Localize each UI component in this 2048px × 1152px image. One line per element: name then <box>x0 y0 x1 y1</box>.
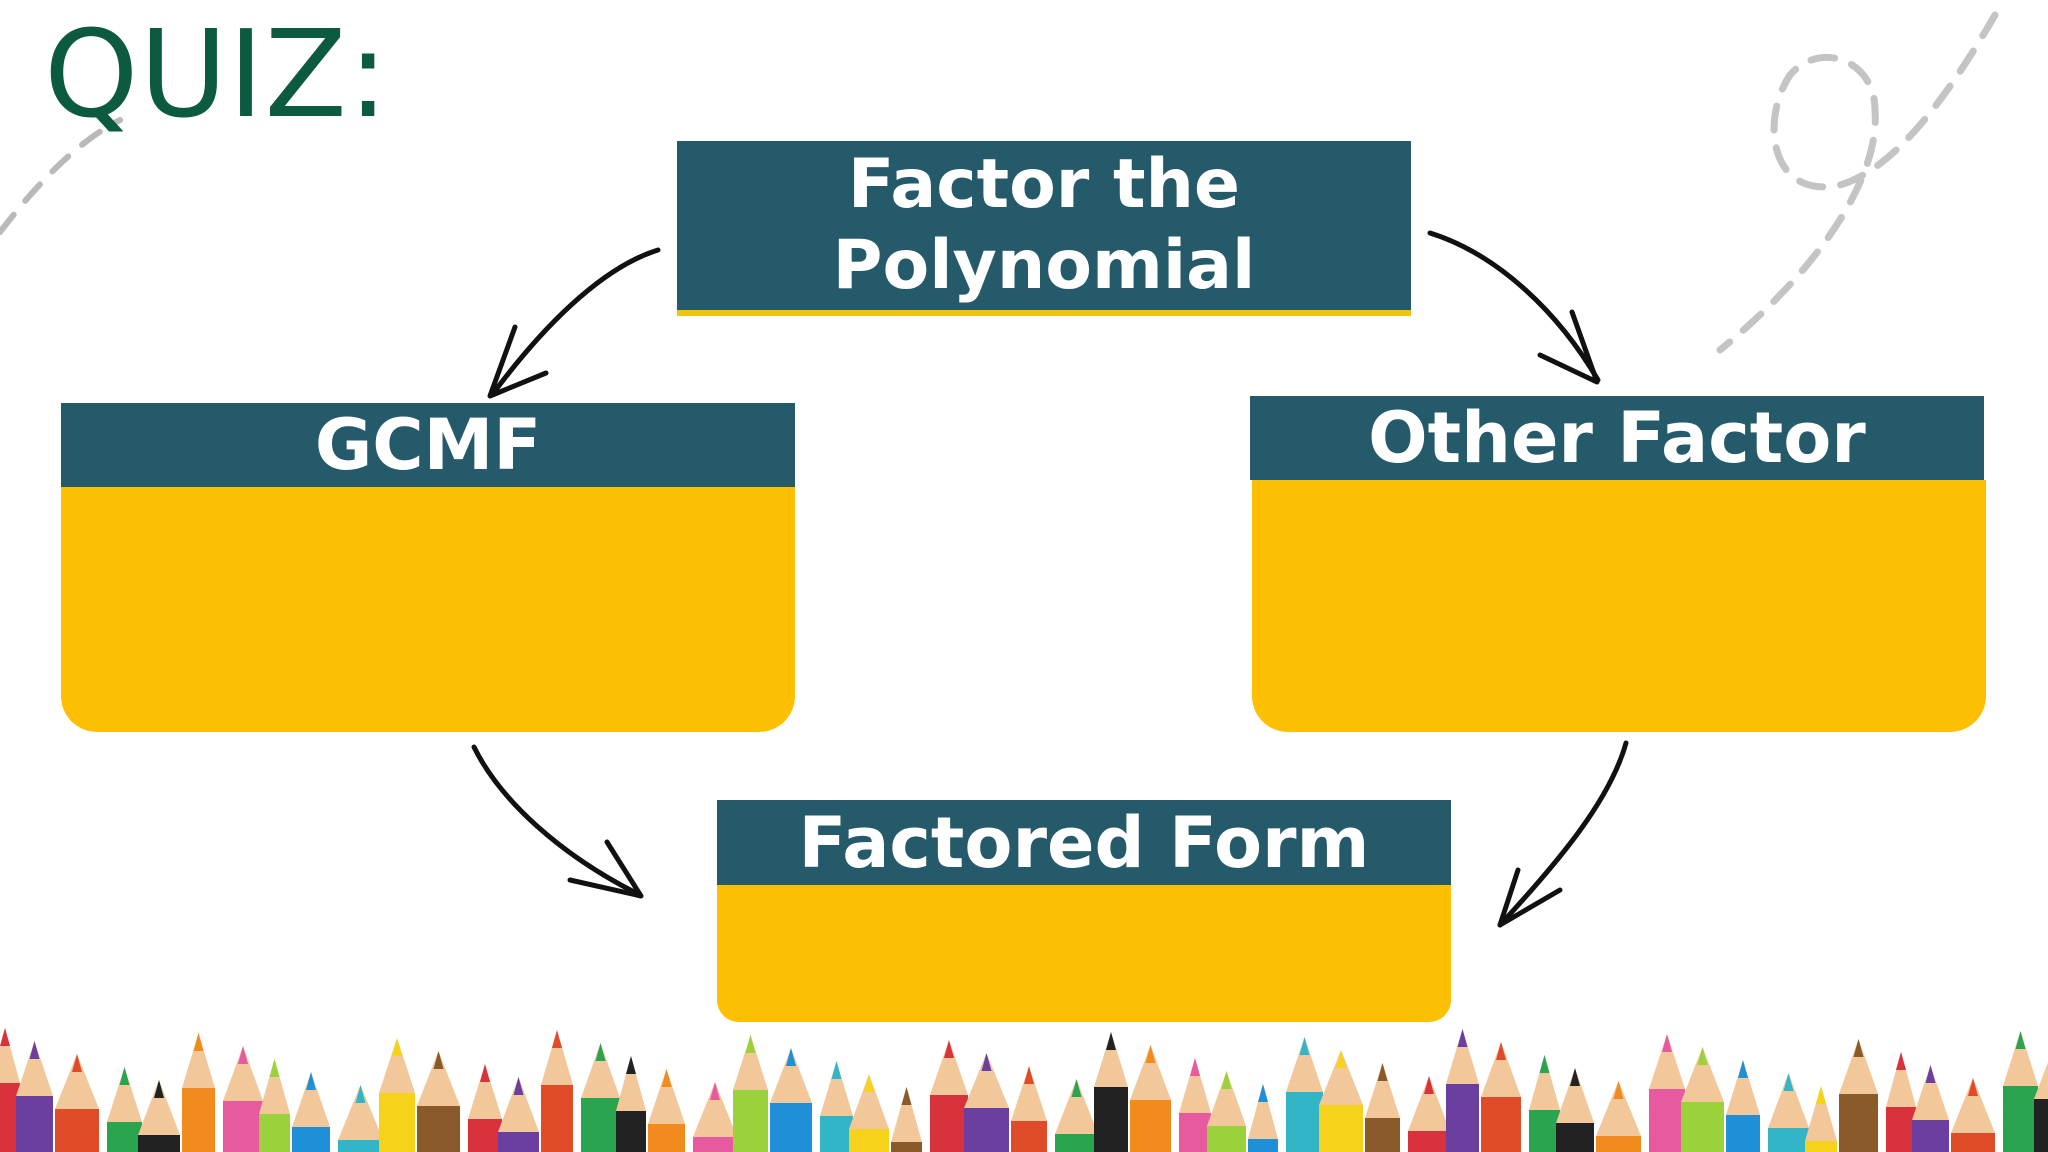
pencil-icon <box>2003 1031 2038 1152</box>
pencil-icon <box>1596 1081 1641 1152</box>
pencil-icon <box>1319 1050 1363 1152</box>
pencil-icon <box>1248 1084 1278 1152</box>
pencil-icon <box>1529 1055 1560 1152</box>
factored-form-answer-area[interactable] <box>717 885 1451 1022</box>
pencil-icon <box>138 1080 180 1152</box>
pencil-icon <box>1481 1042 1521 1152</box>
pencil-icon <box>55 1054 99 1152</box>
pencil-icon <box>733 1035 768 1152</box>
pencil-icon <box>379 1038 415 1152</box>
pencil-icon <box>693 1082 737 1152</box>
pencil-icon <box>182 1033 215 1152</box>
pencil-icon <box>1886 1052 1916 1152</box>
pencil-icon <box>1951 1078 1995 1152</box>
arrow-to-factored-right-icon <box>1497 740 1629 928</box>
pencil-icon <box>1179 1058 1211 1152</box>
pencil-icon <box>930 1040 968 1152</box>
pencil-icon <box>16 1041 53 1152</box>
factor-polynomial-box: Factor the Polynomial <box>677 141 1411 316</box>
pencil-icon <box>541 1030 573 1152</box>
pencil-icon <box>770 1048 812 1152</box>
pencil-icon <box>1726 1060 1760 1152</box>
colored-pencils-border <box>0 1028 2048 1152</box>
pencil-icon <box>1130 1045 1171 1152</box>
factored-form-label: Factored Form <box>798 801 1370 884</box>
pencil-icon <box>1912 1065 1949 1152</box>
pencil-icon <box>1649 1034 1685 1152</box>
pencil-icon <box>849 1074 889 1152</box>
factored-form-header: Factored Form <box>717 800 1451 885</box>
pencil-icon <box>1055 1079 1098 1152</box>
pencil-icon <box>1207 1071 1246 1152</box>
pencil-icon <box>1768 1073 1809 1152</box>
other-factor-header: Other Factor <box>1250 396 1984 480</box>
pencil-icon <box>1286 1037 1323 1152</box>
pencil-icon <box>338 1085 383 1152</box>
pencil-icon <box>1446 1029 1479 1152</box>
page-title: QUIZ: <box>44 6 390 145</box>
factor-line-2: Polynomial <box>832 225 1256 305</box>
pencil-icon <box>468 1064 502 1152</box>
other-factor-label: Other Factor <box>1368 397 1866 479</box>
pencil-icon <box>1681 1047 1724 1152</box>
pencil-icon <box>581 1043 620 1152</box>
factor-line-1: Factor the <box>847 145 1241 225</box>
pencil-icon <box>616 1056 646 1152</box>
pencil-icon <box>417 1051 460 1152</box>
pencil-icon <box>1839 1039 1878 1152</box>
pencil-icon <box>1408 1076 1450 1152</box>
pencil-icon <box>964 1053 1009 1152</box>
pencil-icon <box>820 1061 853 1152</box>
pencil-icon <box>498 1077 539 1152</box>
arrow-to-gcmf-icon <box>489 247 661 398</box>
pencil-icon <box>0 1028 20 1152</box>
pencil-icon <box>223 1046 263 1152</box>
pencil-icon <box>1805 1086 1837 1152</box>
other-factor-answer-area[interactable] <box>1252 480 1986 732</box>
gcmf-answer-area[interactable] <box>61 487 795 732</box>
pencil-icon <box>259 1059 290 1152</box>
pencil-icon <box>1556 1068 1594 1152</box>
gcmf-header: GCMF <box>61 403 795 487</box>
pencil-icon <box>1094 1032 1128 1152</box>
gcmf-label: GCMF <box>314 404 542 486</box>
pencil-icon <box>891 1087 922 1152</box>
arrow-to-factored-left-icon <box>471 744 643 898</box>
pencil-icon <box>1365 1063 1400 1152</box>
pencil-icon <box>2034 1062 2048 1152</box>
pencil-icon <box>1011 1066 1047 1152</box>
pencil-icon <box>107 1067 142 1152</box>
pencil-icon <box>292 1072 330 1152</box>
pencil-icon <box>648 1069 685 1152</box>
arrow-to-other-icon <box>1427 230 1601 383</box>
